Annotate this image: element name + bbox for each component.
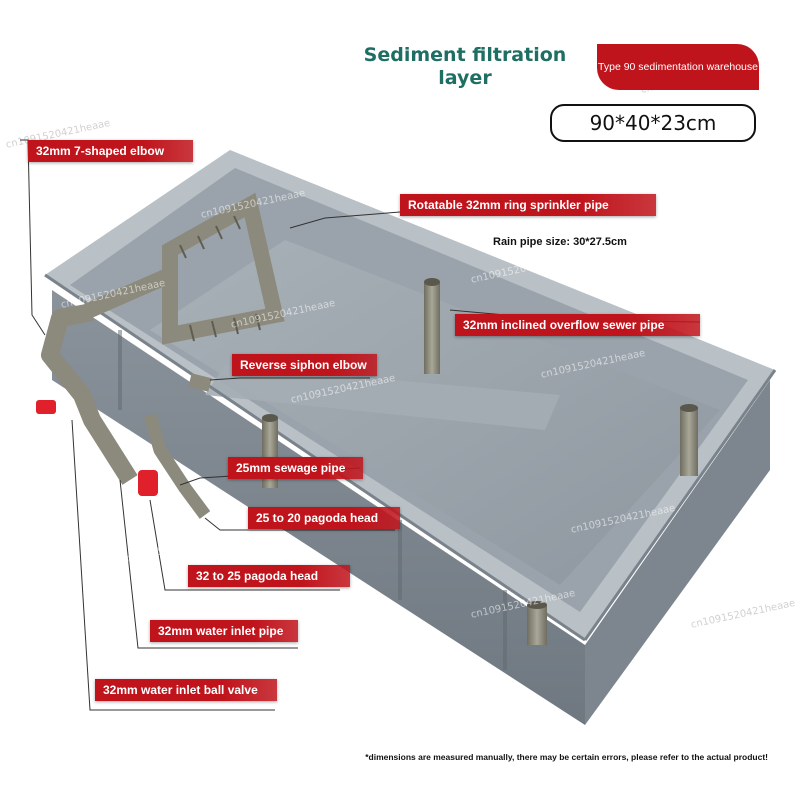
label-inlet-pipe: 32mm water inlet pipe <box>150 620 298 642</box>
title-line-1: Sediment filtration <box>363 44 567 66</box>
inlet-piping <box>36 303 212 519</box>
page-title: Sediment filtration layer <box>360 44 570 90</box>
title-line-2: layer <box>438 67 492 89</box>
label-rain-pipe-size: Rain pipe size: 30*27.5cm <box>493 236 627 248</box>
label-ring-sprinkler: Rotatable 32mm ring sprinkler pipe <box>400 194 656 216</box>
label-siphon-elbow: Reverse siphon elbow <box>232 354 377 376</box>
label-inlet-ball-valve: 32mm water inlet ball valve <box>95 679 277 701</box>
label-pagoda-32-25: 32 to 25 pagoda head <box>188 565 350 587</box>
tank-body <box>44 150 777 725</box>
sprinkler-ridges <box>179 215 261 342</box>
standpipes <box>262 278 698 645</box>
label-pagoda-25-20: 25 to 20 pagoda head <box>248 507 400 529</box>
dimensions-box: 90*40*23cm <box>550 104 756 142</box>
ring-sprinkler <box>82 192 285 345</box>
label-7-shaped-elbow: 32mm 7-shaped elbow <box>28 140 193 162</box>
footnote: *dimensions are measured manually, there… <box>365 752 768 762</box>
label-overflow-pipe: 32mm inclined overflow sewer pipe <box>455 314 700 336</box>
label-sewage-pipe: 25mm sewage pipe <box>228 457 363 479</box>
type-badge: Type 90 sedimentation warehouse <box>597 44 759 90</box>
